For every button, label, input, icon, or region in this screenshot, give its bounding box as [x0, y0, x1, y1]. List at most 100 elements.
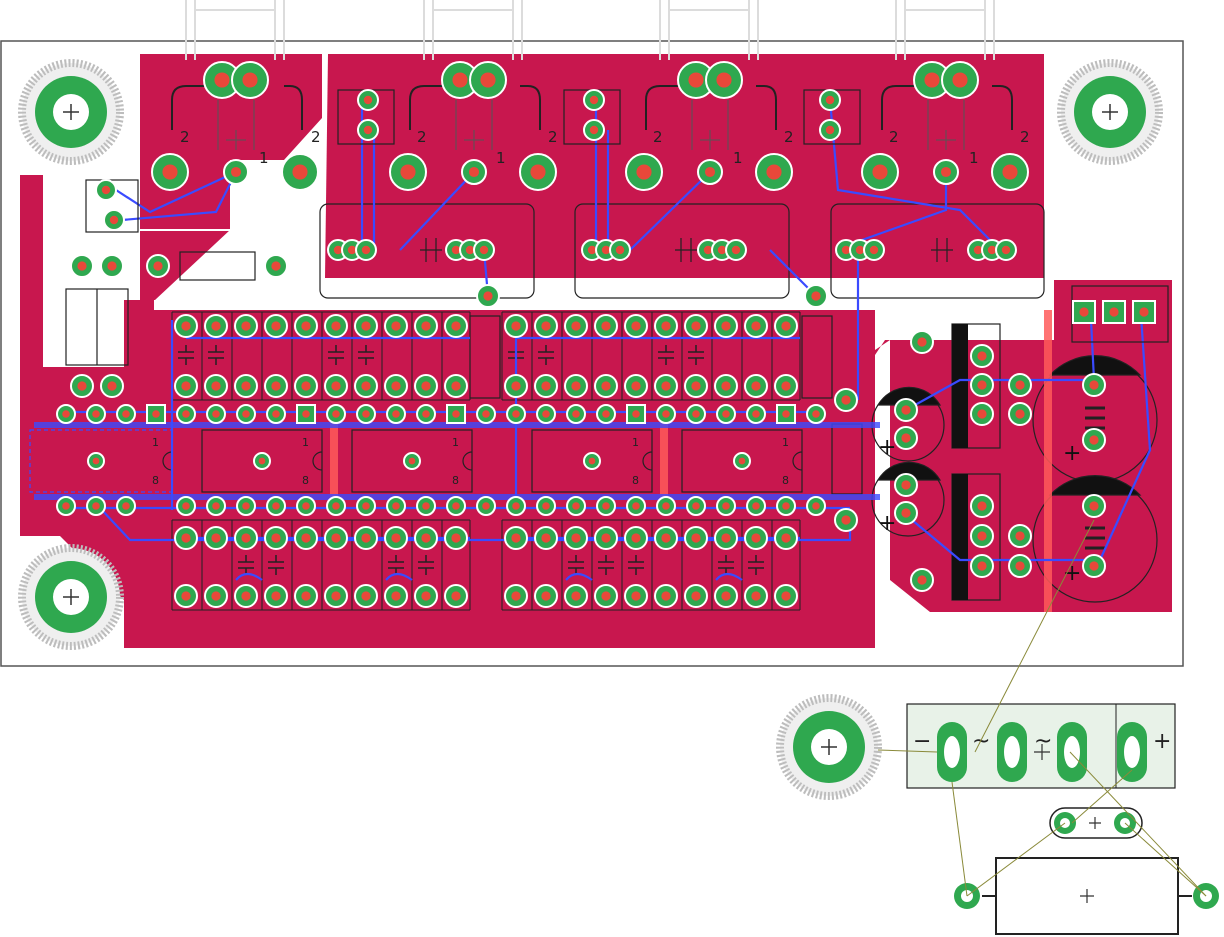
pad-hole — [825, 95, 835, 105]
pad-hole — [572, 502, 580, 510]
pad-hole — [977, 380, 987, 390]
pad-hole — [812, 410, 820, 418]
pad-hole — [391, 381, 401, 391]
pad-hole — [662, 410, 670, 418]
ic-2-pin8-label: 8 — [302, 474, 309, 487]
pad-hole — [1089, 435, 1099, 445]
pad-hole — [363, 125, 373, 135]
pad-hole — [722, 410, 730, 418]
rca-jack-outlines — [185, 0, 995, 60]
cap-2-polarity: + — [1063, 561, 1081, 586]
pad-hole — [782, 502, 790, 510]
pad-hole — [541, 591, 551, 601]
pad-hole — [212, 410, 220, 418]
pad-hole — [465, 245, 475, 255]
pad-hole — [452, 502, 460, 510]
pad-hole — [301, 381, 311, 391]
pad-hole — [301, 591, 311, 601]
pad-hole — [1089, 561, 1099, 571]
pad-hole — [122, 410, 130, 418]
pad-hole — [162, 164, 178, 180]
pad-hole — [601, 533, 611, 543]
pad-hole — [825, 125, 835, 135]
pad-hole — [601, 381, 611, 391]
pad-hole — [752, 502, 760, 510]
pad-hole — [512, 410, 520, 418]
pad-hole — [731, 245, 741, 255]
pad-hole — [721, 591, 731, 601]
pad-hole — [571, 591, 581, 601]
pad-group — [56, 61, 1156, 608]
pad-hole — [482, 410, 490, 418]
pad-hole — [361, 591, 371, 601]
jack-1-pin-left-label: 2 — [180, 128, 190, 146]
pad-hole — [572, 410, 580, 418]
pad-hole — [109, 215, 119, 225]
pad-hole — [751, 533, 761, 543]
pad-hole — [181, 591, 191, 601]
pad-hole — [869, 245, 879, 255]
fuse-holder — [1049, 807, 1143, 839]
pad-hole — [422, 502, 430, 510]
pad-hole — [62, 410, 70, 418]
pad-hole — [973, 245, 983, 255]
pad-hole — [302, 410, 310, 418]
copper-pour — [20, 54, 1172, 648]
pad-hole — [782, 410, 790, 418]
pad-hole — [781, 381, 791, 391]
transformer-block — [954, 857, 1219, 935]
pad-hole — [301, 321, 311, 331]
pad-hole — [940, 166, 952, 178]
pad-hole — [421, 591, 431, 601]
silkscreen-lines — [43, 175, 321, 367]
bridge-ac1-label: ~ — [972, 729, 990, 754]
pad-hole — [571, 321, 581, 331]
pad-hole — [421, 533, 431, 543]
pad-hole — [242, 72, 258, 88]
pad-hole — [242, 502, 250, 510]
pad-hole — [1079, 307, 1089, 317]
pad-hole — [631, 591, 641, 601]
cap-4-polarity: + — [878, 511, 896, 536]
ic-1-pin1-label: 1 — [152, 436, 159, 449]
pad-hole — [855, 245, 865, 255]
pad-hole — [917, 575, 927, 585]
pad-hole — [511, 533, 521, 543]
pad-hole — [1139, 307, 1149, 317]
pad-hole — [241, 591, 251, 601]
pad-hole — [703, 245, 713, 255]
pad-hole — [812, 502, 820, 510]
pad-hole — [691, 381, 701, 391]
pad-hole — [662, 502, 670, 510]
rca-jack-bodies — [217, 100, 965, 150]
pad-hole — [331, 533, 341, 543]
ic-1-pin8-label: 8 — [152, 474, 159, 487]
pad-hole — [301, 533, 311, 543]
pad-hole — [541, 321, 551, 331]
power-traces — [330, 310, 1052, 612]
pad-hole — [661, 321, 671, 331]
pad-hole — [77, 261, 87, 271]
rca-jack-silkscreen — [171, 85, 1013, 130]
pad-hole — [362, 502, 370, 510]
pad-hole — [691, 321, 701, 331]
pad-hole — [1002, 164, 1018, 180]
pad-hole — [362, 410, 370, 418]
ic-5-pin1-label: 1 — [782, 436, 789, 449]
pad-hole — [631, 321, 641, 331]
pad-hole — [766, 164, 782, 180]
pad-hole — [391, 533, 401, 543]
pad-hole — [691, 591, 701, 601]
pad-hole — [632, 502, 640, 510]
mounting-hole — [18, 544, 124, 650]
pad-hole — [901, 480, 911, 490]
pad-hole — [271, 533, 281, 543]
pad-hole — [511, 321, 521, 331]
jack-3-pin-left-label: 2 — [653, 128, 663, 146]
pad-hole — [901, 433, 911, 443]
pad-hole — [182, 410, 190, 418]
pad-hole — [1001, 245, 1011, 255]
pad-hole — [361, 533, 371, 543]
jack-labels: 2 1 2 2 1 2 2 1 2 2 1 2 — [180, 128, 1030, 167]
